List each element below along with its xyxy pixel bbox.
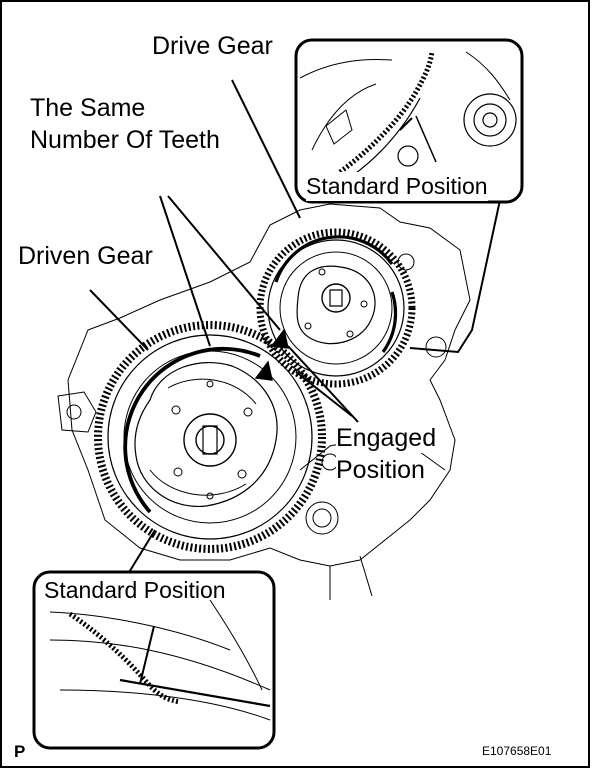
engaged-position-label-line1: Engaged <box>336 424 437 453</box>
standard-position-bottom-label: Standard Position <box>44 577 226 603</box>
driven-gear-label: Driven Gear <box>18 242 153 270</box>
same-teeth-label-line2: Number Of Teeth <box>30 126 220 154</box>
standard-position-top-label: Standard Position <box>306 172 488 201</box>
figure-code: E107658E01 <box>482 744 552 758</box>
corner-mark: P <box>14 742 26 761</box>
driven-gear <box>94 321 326 553</box>
standard-position-inset-top <box>294 38 524 204</box>
drive-gear <box>256 228 416 388</box>
leader-lines <box>89 79 501 575</box>
engaged-position-label-line2: Position <box>336 456 425 485</box>
same-teeth-label-line1: The Same <box>30 94 146 122</box>
drive-gear-label: Drive Gear <box>152 32 273 60</box>
standard-position-inset-bottom <box>32 570 276 750</box>
engaged-position-marks <box>254 328 289 381</box>
